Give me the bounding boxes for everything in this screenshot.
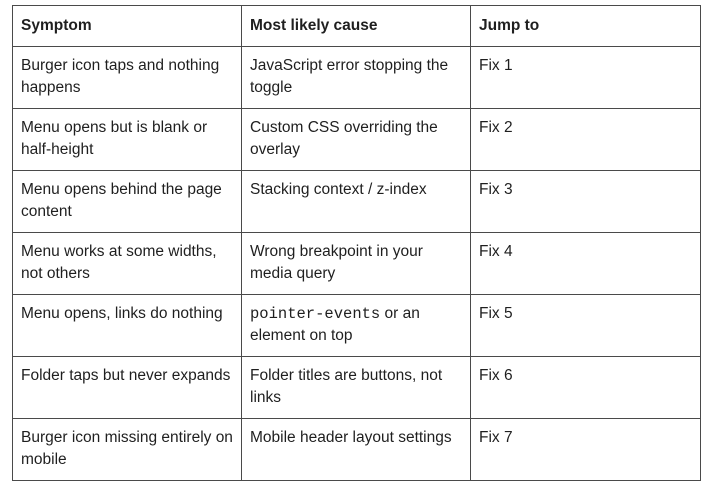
table-header-row: Symptom Most likely cause Jump to [12, 5, 701, 47]
cause-cell: Stacking context / z-index [241, 170, 471, 233]
table-row: Menu opens behind the page content Stack… [12, 170, 701, 233]
symptom-cell: Burger icon missing entirely on mobile [12, 418, 242, 481]
symptom-cell: Menu opens, links do nothing [12, 294, 242, 357]
cause-cell: pointer-events or an element on top [241, 294, 471, 357]
header-symptom: Symptom [12, 5, 242, 47]
table-row: Menu works at some widths, not others Wr… [12, 232, 701, 295]
jump-cell: Fix 1 [470, 46, 701, 109]
cause-cell: Wrong breakpoint in your media query [241, 232, 471, 295]
table-row: Menu opens but is blank or half-height C… [12, 108, 701, 171]
table-row: Burger icon taps and nothing happens Jav… [12, 46, 701, 109]
cause-text: Mobile header layout settings [250, 429, 452, 446]
cause-cell: Folder titles are buttons, not links [241, 356, 471, 419]
symptom-cell: Burger icon taps and nothing happens [12, 46, 242, 109]
troubleshooting-table-container: Symptom Most likely cause Jump to Burger… [12, 5, 701, 481]
cause-cell: Custom CSS overriding the overlay [241, 108, 471, 171]
cause-text: JavaScript error stopping the toggle [250, 57, 449, 96]
jump-cell: Fix 4 [470, 232, 701, 295]
symptom-cell: Folder taps but never expands [12, 356, 242, 419]
jump-cell: Fix 5 [470, 294, 701, 357]
symptom-cell: Menu opens but is blank or half-height [12, 108, 242, 171]
cause-text: or an element on top [250, 305, 420, 344]
symptom-cell: Menu works at some widths, not others [12, 232, 242, 295]
table-row: Menu opens, links do nothing pointer-eve… [12, 294, 701, 357]
cause-cell: Mobile header layout settings [241, 418, 471, 481]
cause-text: Stacking context / z-index [250, 181, 427, 198]
jump-cell: Fix 7 [470, 418, 701, 481]
cause-text: Custom CSS overriding the overlay [250, 119, 438, 158]
symptom-cell: Menu opens behind the page content [12, 170, 242, 233]
jump-cell: Fix 2 [470, 108, 701, 171]
jump-cell: Fix 6 [470, 356, 701, 419]
cause-text: Folder titles are buttons, not links [250, 367, 443, 406]
cause-code: pointer-events [250, 305, 381, 323]
troubleshooting-table: Symptom Most likely cause Jump to Burger… [12, 5, 701, 481]
table-row: Burger icon missing entirely on mobile M… [12, 418, 701, 481]
table-row: Folder taps but never expands Folder tit… [12, 356, 701, 419]
jump-cell: Fix 3 [470, 170, 701, 233]
header-cause: Most likely cause [241, 5, 471, 47]
cause-cell: JavaScript error stopping the toggle [241, 46, 471, 109]
header-jump-to: Jump to [470, 5, 701, 47]
cause-text: Wrong breakpoint in your media query [250, 243, 423, 282]
